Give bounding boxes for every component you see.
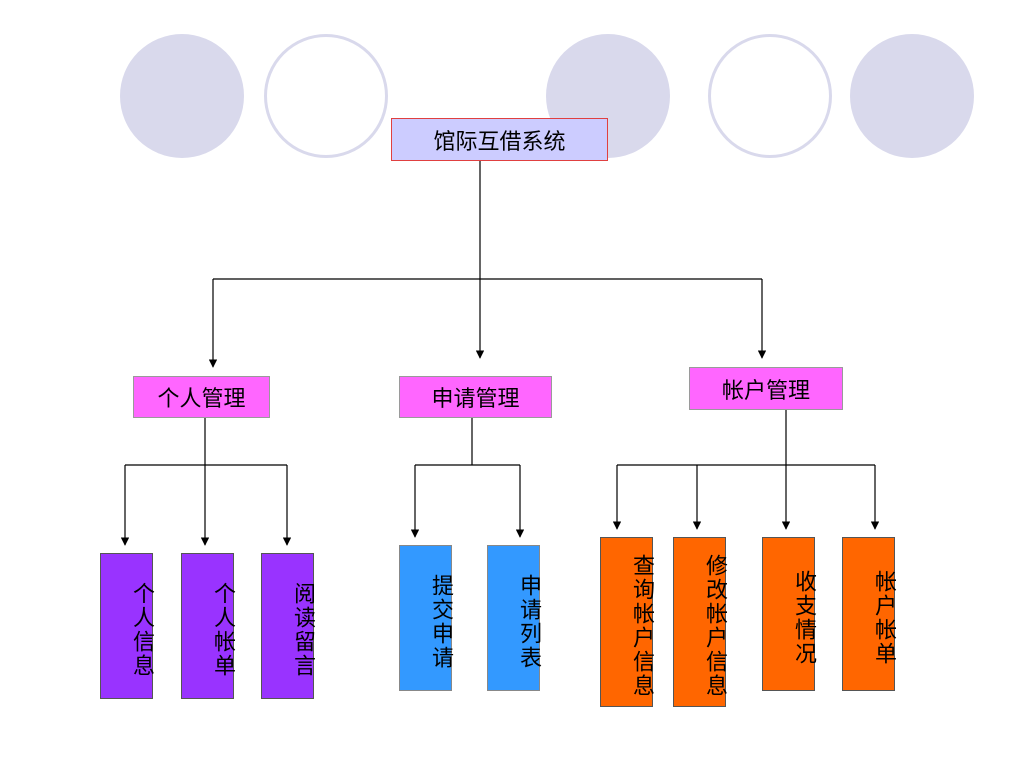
leaf-node: 帐户帐单 bbox=[842, 537, 896, 691]
leaf-node: 个人信息 bbox=[100, 553, 154, 699]
leaf-node: 收支情况 bbox=[762, 537, 816, 691]
leaf-node: 提交申请 bbox=[399, 545, 453, 691]
leaf-node: 修改帐户信息 bbox=[673, 537, 727, 707]
group-node-account: 帐户管理 bbox=[689, 367, 843, 410]
leaf-node: 申请列表 bbox=[487, 545, 541, 691]
group-node-personal: 个人管理 bbox=[133, 376, 270, 418]
root-node: 馆际互借系统 bbox=[391, 118, 608, 161]
leaf-node: 个人帐单 bbox=[181, 553, 235, 699]
leaf-node: 阅读留言 bbox=[261, 553, 315, 699]
decorative-circle bbox=[120, 34, 244, 158]
decorative-circle bbox=[850, 34, 974, 158]
leaf-node: 查询帐户信息 bbox=[600, 537, 654, 707]
decorative-circle bbox=[708, 34, 832, 158]
decorative-circle bbox=[264, 34, 388, 158]
group-node-application: 申请管理 bbox=[399, 376, 552, 418]
